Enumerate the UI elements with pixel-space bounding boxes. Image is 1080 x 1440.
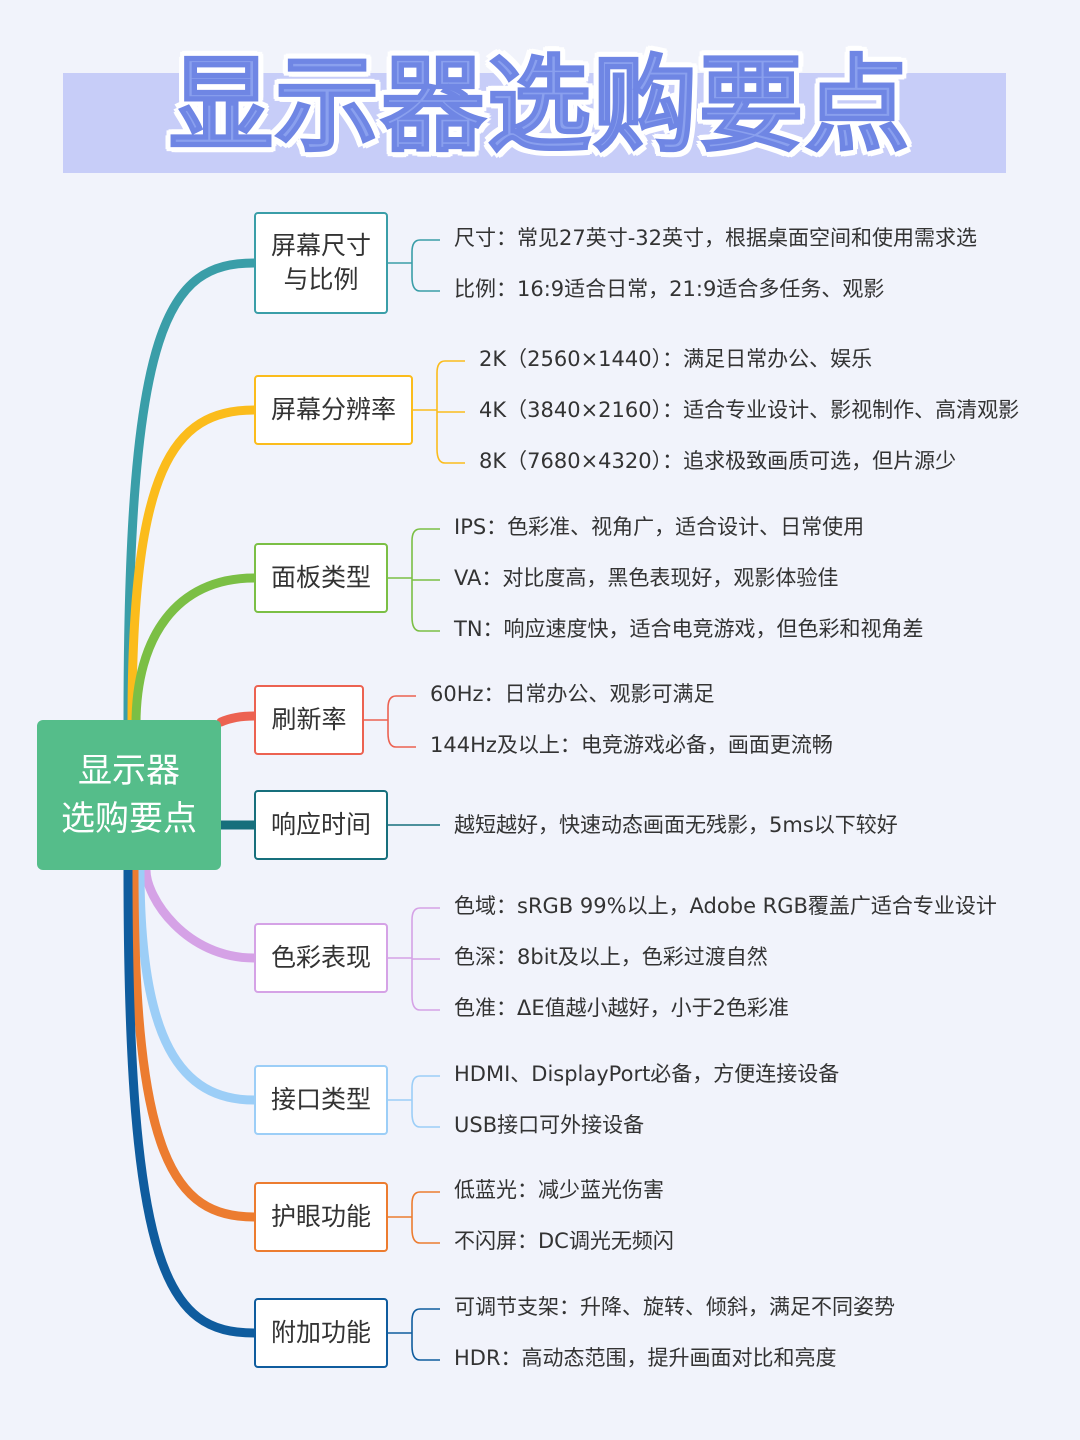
- branch-node: 面板类型: [254, 543, 388, 613]
- leaf-bracket: [388, 1191, 440, 1244]
- leaf-bracket: [388, 1075, 440, 1128]
- root-node: 显示器 选购要点: [37, 720, 221, 870]
- leaf-item: HDR：高动态范围，提升画面对比和亮度: [454, 1346, 837, 1370]
- page-title: 显示器选购要点: [168, 43, 911, 167]
- branch-node: 响应时间: [254, 790, 388, 860]
- leaf-item: 4K（3840×2160）：适合专业设计、影视制作、高清观影: [479, 398, 1020, 422]
- branch-label-line1: 附加功能: [270, 1318, 371, 1347]
- branch-node: 接口类型: [254, 1065, 388, 1135]
- title-band: [63, 73, 1006, 173]
- leaf-bracket: [388, 1308, 440, 1361]
- branch-node: 色彩表现: [254, 923, 388, 993]
- branch-connector: [127, 405, 259, 727]
- leaf-bracket: [388, 239, 440, 292]
- leaf-item: 低蓝光：减少蓝光伤害: [454, 1178, 664, 1202]
- leaf-bracket: [388, 528, 440, 632]
- leaf-item: 可调节支架：升降、旋转、倾斜，满足不同姿势: [454, 1295, 895, 1319]
- branch-connector: [141, 865, 259, 963]
- leaf-bracket: [364, 695, 416, 748]
- leaf-item: 色准：ΔE值越小越好，小于2色彩准: [454, 996, 789, 1020]
- branch-connector: [129, 865, 259, 1222]
- branch-label-line1: 色彩表现: [270, 943, 371, 972]
- branch-label-line1: 护眼功能: [270, 1202, 371, 1231]
- root-label-line1: 显示器: [78, 751, 180, 791]
- branch-connector: [135, 865, 259, 1105]
- branch-label-line2: 与比例: [283, 265, 359, 294]
- leaf-item: 60Hz：日常办公、观影可满足: [430, 682, 715, 706]
- leaf-bracket: [388, 907, 440, 1011]
- leaf-item: 越短越好，快速动态画面无残影，5ms以下较好: [454, 813, 898, 837]
- branch-node: 刷新率: [254, 685, 364, 755]
- branch-node: 屏幕分辨率: [254, 375, 413, 445]
- branch-connector: [216, 711, 259, 727]
- leaf-item: VA：对比度高，黑色表现好，观影体验佳: [454, 566, 839, 590]
- leaf-item: HDMI、DisplayPort必备，方便连接设备: [454, 1062, 840, 1086]
- leaf-item: 色域：sRGB 99%以上，Adobe RGB覆盖广适合专业设计: [454, 894, 997, 918]
- leaf-bracket: [413, 360, 465, 464]
- leaf-item: 2K（2560×1440）：满足日常办公、娱乐: [479, 347, 873, 371]
- branch-label-line1: 屏幕分辨率: [270, 395, 396, 424]
- leaf-item: 144Hz及以上：电竞游戏必备，画面更流畅: [430, 733, 833, 757]
- leaf-item: 比例：16:9适合日常，21:9适合多任务、观影: [454, 277, 885, 301]
- leaf-item: 不闪屏：DC调光无频闪: [454, 1229, 674, 1253]
- branch-label-line1: 面板类型: [270, 563, 371, 592]
- branch-label-line1: 刷新率: [271, 705, 347, 734]
- branch-connector: [131, 573, 259, 729]
- leaf-item: 色深：8bit及以上，色彩过渡自然: [454, 945, 768, 969]
- leaf-item: USB接口可外接设备: [454, 1113, 645, 1137]
- leaf-item: IPS：色彩准、视角广，适合设计、日常使用: [454, 515, 865, 539]
- leaf-item: 8K（7680×4320）：追求极致画质可选，但片源少: [479, 449, 957, 473]
- branch-node: 屏幕尺寸与比例: [254, 212, 388, 314]
- branch-connector: [123, 258, 259, 725]
- branch-node: 护眼功能: [254, 1182, 388, 1252]
- branch-label-line1: 屏幕尺寸: [270, 231, 371, 260]
- branch-label-line1: 接口类型: [270, 1085, 371, 1114]
- branch-node: 附加功能: [254, 1298, 388, 1368]
- branch-label-line1: 响应时间: [270, 810, 371, 839]
- leaf-item: 尺寸：常见27英寸-32英寸，根据桌面空间和使用需求选: [454, 226, 978, 250]
- branch-connector: [123, 865, 259, 1338]
- leaf-item: TN：响应速度快，适合电竞游戏，但色彩和视角差: [454, 617, 924, 641]
- root-label-line2: 选购要点: [61, 799, 197, 839]
